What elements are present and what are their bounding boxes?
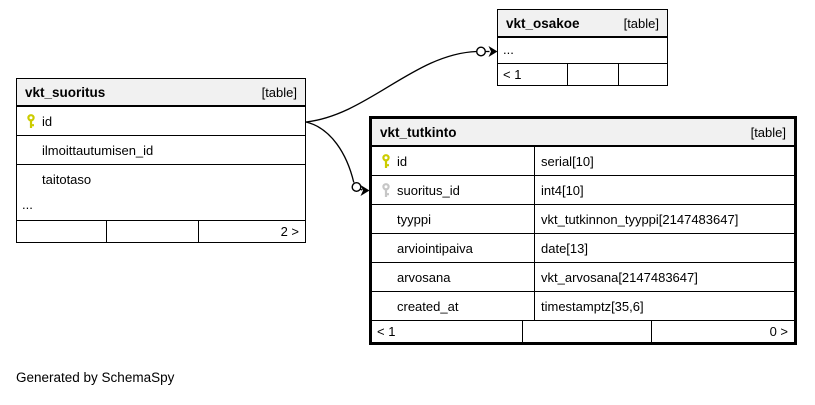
- more-columns-ellipsis: ...: [503, 42, 514, 57]
- column-name: arvosana: [397, 269, 451, 285]
- primary-key-icon: [26, 113, 42, 129]
- column-name: ilmoittautumisen_id: [42, 142, 154, 158]
- table-badge: [table]: [623, 15, 659, 31]
- column-row-arvosana: arvosana vkt_arvosana[2147483647]: [372, 263, 794, 292]
- table-vkt-osakoe[interactable]: vkt_osakoe [table] ... < 1: [497, 9, 668, 86]
- column-row-ilmoittautumisen-id: ilmoittautumisen_id: [17, 136, 305, 165]
- column-type: serial[10]: [541, 153, 594, 169]
- generated-by-note: Generated by SchemaSpy: [16, 370, 175, 385]
- footer-cell: [567, 64, 618, 85]
- column-type: int4[10]: [541, 182, 584, 198]
- footer-cell: [17, 221, 106, 242]
- column-type: vkt_arvosana[2147483647]: [541, 269, 698, 285]
- footer-cell: [522, 321, 651, 342]
- footer-cell-parents-count: < 1: [377, 324, 396, 339]
- column-type: timestamptz[35,6]: [541, 298, 644, 314]
- column-type: vkt_tutkinnon_tyyppi[2147483647]: [541, 211, 739, 227]
- column-name: suoritus_id: [397, 182, 460, 198]
- primary-key-icon: [381, 153, 397, 169]
- connector-suoritus-to-osakoe: [305, 50, 477, 123]
- column-row-taitotaso: taitotaso: [17, 165, 305, 193]
- zero-cardinality-circle-icon: [351, 181, 362, 192]
- column-row-created-at: created_at timestamptz[35,6]: [372, 292, 794, 320]
- table-name: vkt_suoritus: [25, 84, 106, 100]
- footer-cell: [106, 221, 198, 242]
- column-row-id: id serial[10]: [372, 147, 794, 176]
- column-row-suoritus-id: suoritus_id int4[10]: [372, 176, 794, 205]
- foreign-key-icon: [381, 182, 397, 198]
- table-name: vkt_osakoe: [506, 15, 580, 31]
- zero-cardinality-circle-icon: [476, 46, 487, 57]
- table-footer: < 1 0 >: [372, 320, 794, 342]
- footer-cell-children-count: 0 >: [651, 321, 794, 342]
- table-vkt-suoritus[interactable]: vkt_suoritus [table] id ilmoittautumisen…: [16, 78, 306, 243]
- footer-cell-parents-count: < 1: [503, 67, 522, 82]
- column-row-id: id: [17, 107, 305, 136]
- table-vkt-tutkinto[interactable]: vkt_tutkinto [table] id serial[10] suori…: [369, 116, 797, 345]
- column-name: created_at: [397, 298, 459, 314]
- table-footer: 2 >: [17, 220, 305, 242]
- table-header: vkt_osakoe [table]: [498, 10, 667, 38]
- table-header: vkt_suoritus [table]: [17, 79, 305, 107]
- table-badge: [table]: [261, 84, 297, 100]
- column-row-tyyppi: tyyppi vkt_tutkinnon_tyyppi[2147483647]: [372, 205, 794, 234]
- column-name: tyyppi: [397, 211, 431, 227]
- table-badge: [table]: [750, 124, 786, 140]
- footer-cell-children-count: 2 >: [198, 221, 305, 242]
- table-header: vkt_tutkinto [table]: [372, 119, 794, 147]
- column-name: id: [42, 113, 53, 129]
- column-row-arviointipaiva: arviointipaiva date[13]: [372, 234, 794, 263]
- column-type: date[13]: [541, 240, 588, 256]
- footer-cell: [618, 64, 667, 85]
- connector-suoritus-to-tutkinto: [305, 121, 355, 183]
- column-name: taitotaso: [42, 171, 92, 187]
- column-name: arviointipaiva: [397, 240, 473, 256]
- column-name: id: [397, 153, 408, 169]
- table-name: vkt_tutkinto: [380, 124, 457, 140]
- table-footer: < 1: [498, 63, 667, 85]
- more-columns-ellipsis: ...: [22, 197, 33, 212]
